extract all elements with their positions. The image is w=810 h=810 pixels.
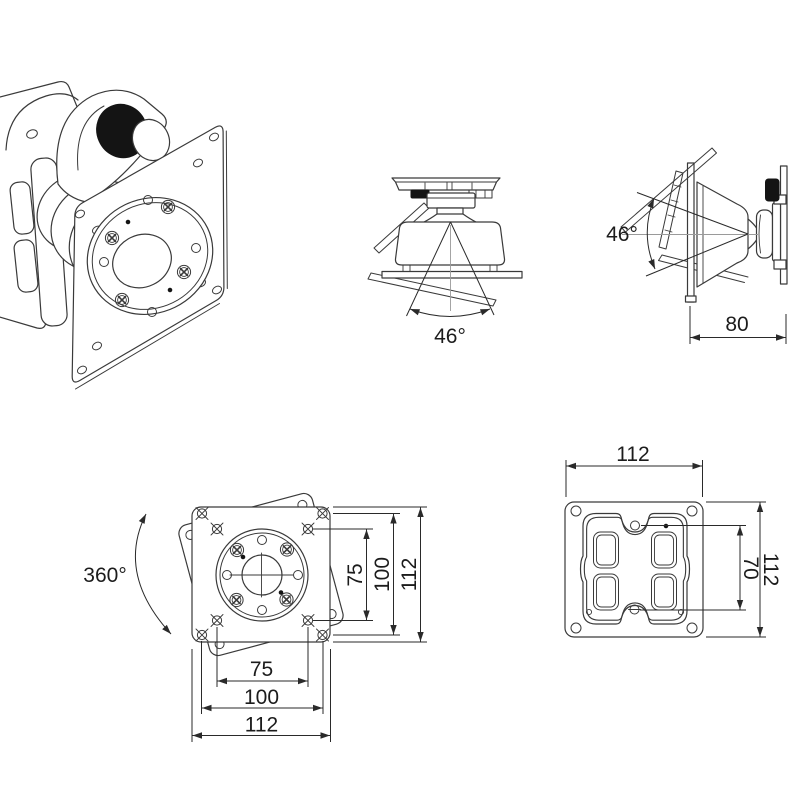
bracket-slot-1 <box>9 181 35 235</box>
disc-center-hole <box>112 233 172 289</box>
right-height-dimension: 112 <box>706 501 782 638</box>
dim-112-horizontal: 112 <box>245 714 278 737</box>
vesa-plate-front <box>191 506 331 643</box>
dim-75-horizontal: 75 <box>250 658 273 681</box>
depth-dimension: 80 <box>689 306 787 344</box>
tilted-plate-edge-long <box>620 147 717 233</box>
top-width-dimension: 112 <box>565 443 703 497</box>
top-swivel-angle-label: 46° <box>434 325 466 348</box>
hole-spacing-dimension: 70 <box>640 525 762 611</box>
back-hole-spacing-label: 70 <box>739 556 762 579</box>
vesa-plate-edge <box>391 177 501 199</box>
top-pivot-screw <box>630 520 640 531</box>
dome-housing <box>394 221 506 266</box>
view-isometric <box>0 80 228 390</box>
tilt-angle-annotation: 46° <box>606 192 749 277</box>
back-width-label: 112 <box>616 443 649 466</box>
knurled-knob-side <box>765 178 780 202</box>
pivot-knuckle <box>747 209 774 259</box>
clamp-assembly-side <box>765 165 788 285</box>
rotation-annotation: 360° <box>83 512 174 637</box>
dim-75-vertical: 75 <box>344 563 367 586</box>
bracket-slot-2 <box>13 239 39 293</box>
view-side: 46° 80 <box>606 147 788 344</box>
clamp-arm <box>56 89 171 203</box>
disc-small-holes <box>99 195 201 317</box>
bracket-lobe <box>5 93 79 151</box>
horizontal-dimensions: 75 100 112 <box>191 627 331 742</box>
knob-edge <box>410 189 430 199</box>
vertical-dimensions: 75 100 112 <box>313 506 427 643</box>
swivel-angle-annotation: 46° <box>406 221 495 348</box>
back-height-label: 112 <box>759 553 782 586</box>
view-top: 46° <box>367 177 523 348</box>
depth-label: 80 <box>725 313 748 336</box>
crosshair <box>229 552 294 598</box>
side-tilt-angle-label: 46° <box>606 223 638 246</box>
swivel-disc-iso <box>86 195 214 317</box>
rotation-label: 360° <box>83 564 126 587</box>
view-back: 112 70 112 <box>564 443 782 638</box>
dim-112-vertical: 112 <box>398 558 421 591</box>
swivel-disc-front <box>215 528 309 622</box>
mount-plate-side <box>684 162 697 303</box>
swivel-pedestal <box>423 192 477 223</box>
base-plate-edge <box>381 264 523 279</box>
view-front: 360° 75 100 112 75 100 112 <box>83 492 427 742</box>
plate-thickness <box>75 130 228 390</box>
dim-100-vertical: 100 <box>371 557 394 592</box>
dim-100-horizontal: 100 <box>244 686 279 709</box>
corner-holes-back <box>570 505 698 634</box>
bracket-hole <box>26 129 38 139</box>
